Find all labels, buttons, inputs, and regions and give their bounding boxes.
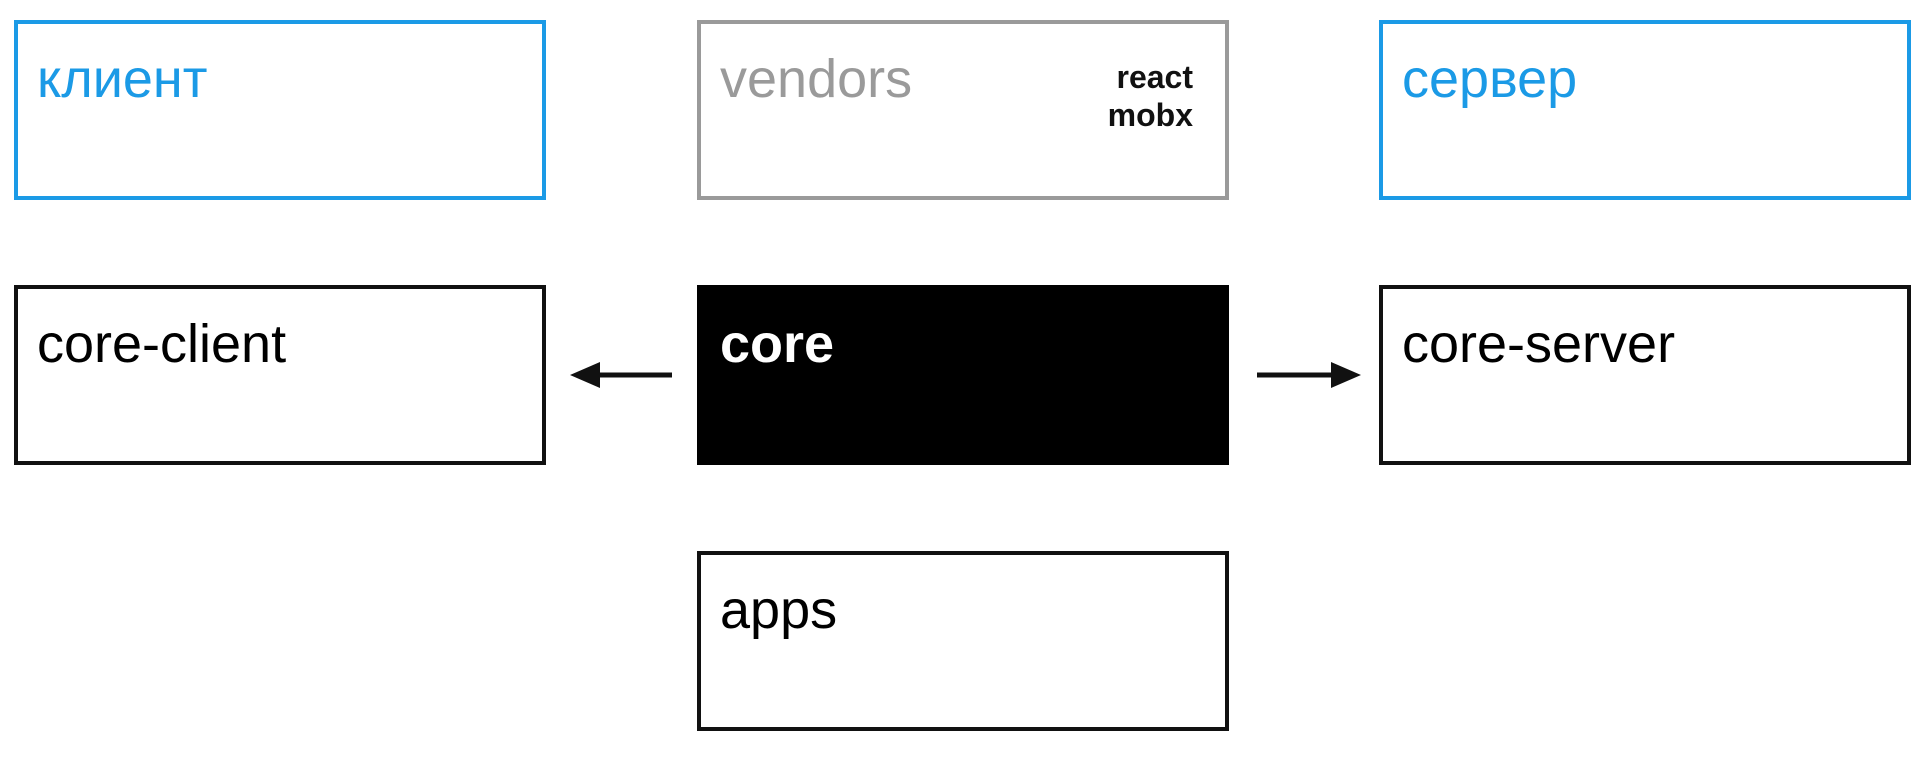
- apps-label: apps: [720, 580, 838, 640]
- arrow-right-icon: [1257, 362, 1361, 388]
- vendors-item-mobx: mobx: [1107, 97, 1193, 133]
- core-client-box: core-client: [14, 285, 546, 465]
- core-server-label: core-server: [1402, 314, 1676, 374]
- client-label: клиент: [37, 49, 208, 109]
- vendors-label: vendors: [720, 49, 913, 109]
- core-box: core: [697, 285, 1229, 465]
- apps-box: apps: [697, 551, 1229, 731]
- vendors-item-react: react: [1116, 59, 1194, 95]
- core-server-box: core-server: [1379, 285, 1911, 465]
- core-label: core: [720, 314, 835, 374]
- server-label: сервер: [1402, 49, 1578, 109]
- server-box: сервер: [1379, 20, 1911, 200]
- client-box: клиент: [14, 20, 546, 200]
- vendors-list: react mobx: [1108, 58, 1193, 134]
- vendors-box: vendors react mobx: [697, 20, 1229, 200]
- arrow-left-icon: [570, 362, 672, 388]
- core-client-label: core-client: [37, 314, 287, 374]
